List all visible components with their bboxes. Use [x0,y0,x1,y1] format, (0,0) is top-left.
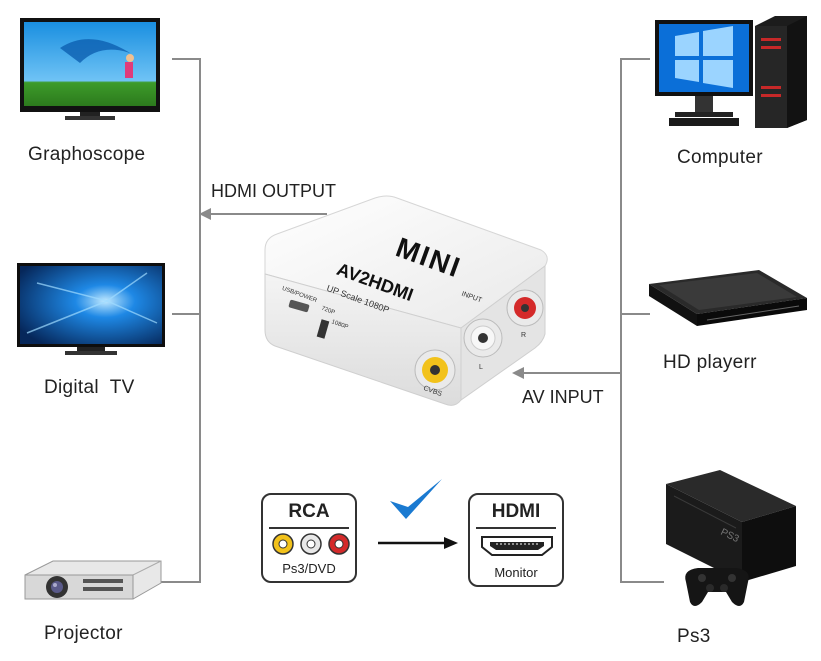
left-branch-mid [172,313,201,315]
check-icon [390,479,442,519]
av2hdmi-converter: MINI AV2HDMI UP Scale 1080P INPUT CVBS L… [255,190,555,410]
hdmi-box: HDMI Monitor [468,493,564,587]
converter-r-label: R [521,332,527,339]
projector-icon [24,560,162,600]
left-branch-top [172,58,201,60]
av-input-label: AV INPUT [522,387,604,407]
hdmi-subtitle: Monitor [494,565,538,580]
converter-l-label: L [479,364,483,371]
rca-subtitle: Ps3/DVD [282,561,336,576]
digital-tv-label: Digital TV [44,377,135,398]
projector-label: Projector [44,623,123,644]
graphoscope-label: Graphoscope [28,144,146,165]
hdmi-divider [476,527,556,529]
left-branch-bottom [160,581,201,583]
hdmi-title: HDMI [491,501,541,522]
hdmi-output-label: HDMI OUTPUT [211,181,336,201]
rca-connectors-icon [272,533,350,555]
left-trunk-line [199,58,201,583]
hdmi-port-icon [481,536,553,556]
rca-title: RCA [288,501,330,522]
av-input-arrow [512,367,622,379]
hdmi-output-arrow [199,208,327,220]
rca-to-hdmi-arrow [378,537,458,549]
graphoscope-icon [20,18,160,120]
computer-icon [655,16,807,128]
hd-player-icon [649,270,807,326]
computer-label: Computer [677,147,763,168]
ps3-label: Ps3 [677,626,711,647]
rca-white-divider [269,527,349,529]
ps3-icon: PS3 [666,470,796,606]
converter-body-icon [264,195,548,406]
hd-player-label: HD playerr [663,352,757,373]
right-trunk-line [620,58,622,583]
right-branch-mid [620,313,650,315]
rca-box: RCA Ps3/DVD [261,493,357,583]
right-branch-top [620,58,650,60]
digital-tv-icon [17,263,165,355]
right-branch-bottom [620,581,664,583]
